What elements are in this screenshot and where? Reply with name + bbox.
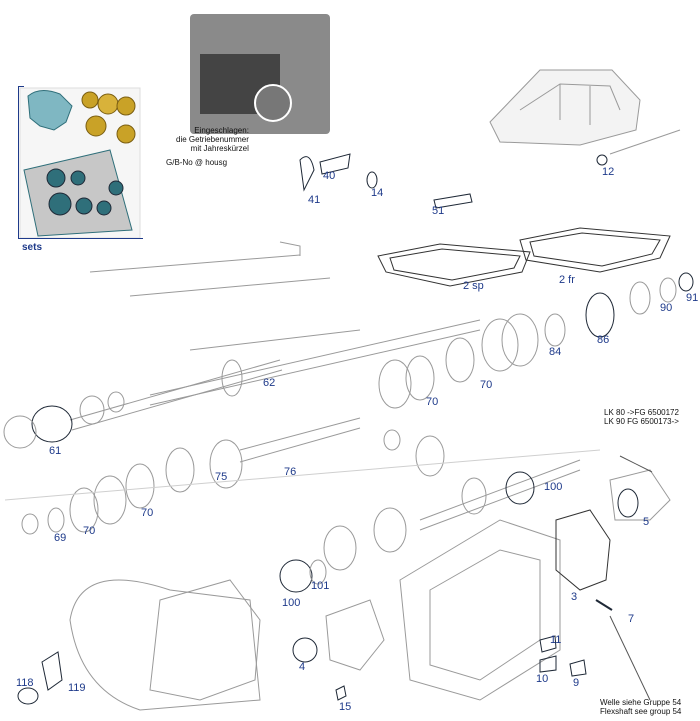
part-label-91: 91 xyxy=(686,292,699,304)
gasket-2fr xyxy=(519,227,671,273)
part-label-7: 7 xyxy=(628,613,635,625)
part-label-86: 86 xyxy=(597,334,610,346)
part-label-100-a: 100 xyxy=(544,481,563,493)
top-cover xyxy=(489,69,641,146)
part-label-119: 119 xyxy=(68,682,86,694)
rear-cover xyxy=(555,469,671,591)
gasket-2sp xyxy=(377,243,531,287)
part-label-5: 5 xyxy=(643,516,650,528)
part-label-51: 51 xyxy=(432,205,445,217)
part-label-40: 40 xyxy=(323,170,336,182)
part-label-118: 118 xyxy=(16,677,34,689)
part-label-14: 14 xyxy=(371,187,384,199)
part-label-10: 10 xyxy=(536,673,549,685)
part-label-75: 75 xyxy=(215,471,228,483)
sets-panel xyxy=(19,87,141,239)
part-label-41: 41 xyxy=(308,194,321,206)
part-label-90: 90 xyxy=(660,302,673,314)
input-shaft xyxy=(3,359,283,449)
part-label-69: 69 xyxy=(54,532,67,544)
part-label-70-a: 70 xyxy=(480,379,493,391)
front-cover xyxy=(292,599,385,671)
lk-note: LK 80 ->FG 6500172 LK 90 FG 6500173-> xyxy=(604,408,679,426)
bell-housing xyxy=(69,579,261,711)
flexshaft-note: Welle siehe Gruppe 54 Flexshaft see grou… xyxy=(600,698,682,716)
part-label-70-b: 70 xyxy=(426,396,439,408)
part-label-3: 3 xyxy=(571,591,578,603)
part-label-70-c: 70 xyxy=(141,507,154,519)
sets-frame xyxy=(18,86,143,239)
photo-stamp-area xyxy=(254,84,292,122)
part-label-2sp: 2 sp xyxy=(463,280,484,292)
lay-gear-cluster xyxy=(279,429,581,593)
part-label-9: 9 xyxy=(573,677,580,689)
part-label-70-d: 70 xyxy=(83,525,96,537)
gb-no-note: G/B-No @ housg xyxy=(166,158,228,167)
part-label-2fr: 2 fr xyxy=(559,274,575,286)
gearbox-photo xyxy=(190,14,330,134)
part-label-101: 101 xyxy=(311,580,330,592)
part-label-100-b: 100 xyxy=(282,597,301,609)
part-label-12: 12 xyxy=(602,166,615,178)
part-label-62: 62 xyxy=(263,377,276,389)
part-label-15: 15 xyxy=(339,701,352,713)
part-label-76: 76 xyxy=(284,466,297,478)
main-shaft xyxy=(149,272,694,409)
gearbox-number-note: Eingeschlagen: die Getriebenummer mit Ja… xyxy=(176,126,249,153)
sets-label: sets xyxy=(22,242,43,253)
countershaft xyxy=(21,417,361,535)
part-label-11: 11 xyxy=(550,634,562,646)
part-label-4: 4 xyxy=(299,661,306,673)
small-parts xyxy=(17,129,681,705)
part-label-84: 84 xyxy=(549,346,562,358)
part-label-61: 61 xyxy=(49,445,62,457)
shift-rods xyxy=(89,241,361,351)
